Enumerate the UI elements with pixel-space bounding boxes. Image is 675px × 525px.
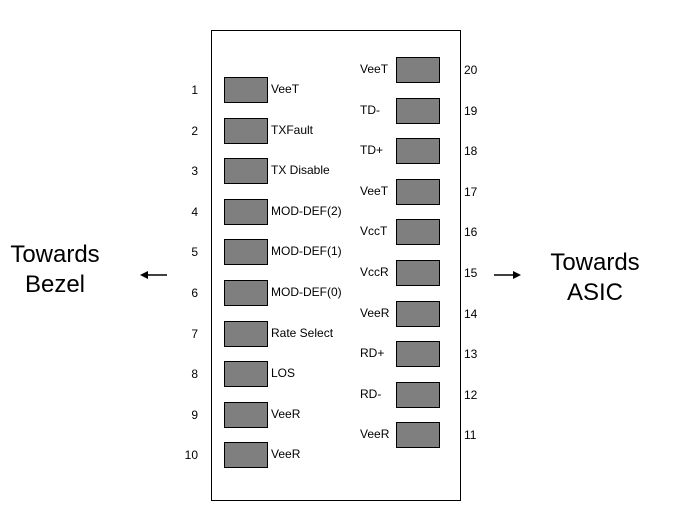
pin-label: LOS — [271, 366, 296, 380]
pin-pad — [224, 199, 268, 225]
pin-label: TX Disable — [271, 163, 330, 177]
right-arrow-icon — [494, 271, 521, 279]
towards-asic-line2: ASIC — [566, 279, 623, 306]
pin-pad — [224, 118, 268, 144]
pin-label: RD+ — [360, 346, 385, 360]
pin-pad — [224, 280, 268, 306]
pin-number: 15 — [464, 266, 478, 280]
pin-number: 7 — [191, 327, 198, 341]
pin-number: 1 — [191, 83, 198, 97]
pin-label: MOD-DEF(1) — [271, 244, 342, 258]
pin-label: VccR — [360, 265, 389, 279]
pin-label: VeeT — [271, 82, 300, 96]
towards-asic-label: Towards ASIC — [540, 248, 650, 308]
pin-pad — [224, 77, 268, 103]
pin-number: 17 — [464, 185, 478, 199]
pin-label: MOD-DEF(2) — [271, 204, 342, 218]
pin-label: VeeT — [360, 184, 389, 198]
pin-label: VeeR — [360, 306, 390, 320]
pin-pad — [224, 321, 268, 347]
towards-bezel-line1: Towards — [10, 241, 100, 268]
pin-number: 14 — [464, 307, 478, 321]
pin-label: RD- — [360, 387, 382, 401]
pin-pad — [224, 158, 268, 184]
pin-pad — [224, 402, 268, 428]
pin-pad — [396, 219, 440, 245]
pin-number: 16 — [464, 225, 478, 239]
pin-pad — [396, 98, 440, 124]
pin-number: 18 — [464, 144, 478, 158]
pin-number: 13 — [464, 347, 478, 361]
pin-number: 11 — [464, 428, 477, 442]
pin-pad — [396, 422, 440, 448]
pin-pad — [396, 260, 440, 286]
pin-number: 4 — [191, 205, 198, 219]
pin-label: VeeT — [360, 62, 389, 76]
pin-number: 12 — [464, 388, 478, 402]
pin-pad — [396, 179, 440, 205]
left-arrow-icon — [140, 271, 167, 279]
pin-label: VeeR — [360, 427, 390, 441]
pin-number: 3 — [191, 164, 198, 178]
pin-label: TXFault — [271, 123, 314, 137]
pin-number: 6 — [191, 286, 198, 300]
pin-label: TD+ — [360, 143, 384, 157]
pin-pad — [224, 239, 268, 265]
towards-bezel-label: Towards Bezel — [0, 240, 110, 300]
pin-pad — [396, 138, 440, 164]
pin-number: 8 — [191, 367, 198, 381]
pin-pad — [224, 442, 268, 468]
pin-label: Rate Select — [271, 326, 334, 340]
pin-number: 5 — [191, 245, 198, 259]
pin-label: VeeR — [271, 447, 301, 461]
pin-number: 20 — [464, 63, 478, 77]
pin-pad — [224, 361, 268, 387]
pin-pad — [396, 57, 440, 83]
pin-pad — [396, 382, 440, 408]
pin-label: VeeR — [271, 407, 301, 421]
pin-pad — [396, 301, 440, 327]
pin-label: TD- — [360, 103, 380, 117]
pin-number: 9 — [191, 408, 198, 422]
pin-number: 2 — [191, 124, 198, 138]
pin-pad — [396, 341, 440, 367]
pin-number: 10 — [184, 448, 198, 462]
towards-asic-line1: Towards — [550, 249, 640, 276]
pin-label: VccT — [360, 224, 388, 238]
pin-label: MOD-DEF(0) — [271, 285, 342, 299]
pin-number: 19 — [464, 104, 478, 118]
towards-bezel-line2: Bezel — [24, 271, 86, 298]
